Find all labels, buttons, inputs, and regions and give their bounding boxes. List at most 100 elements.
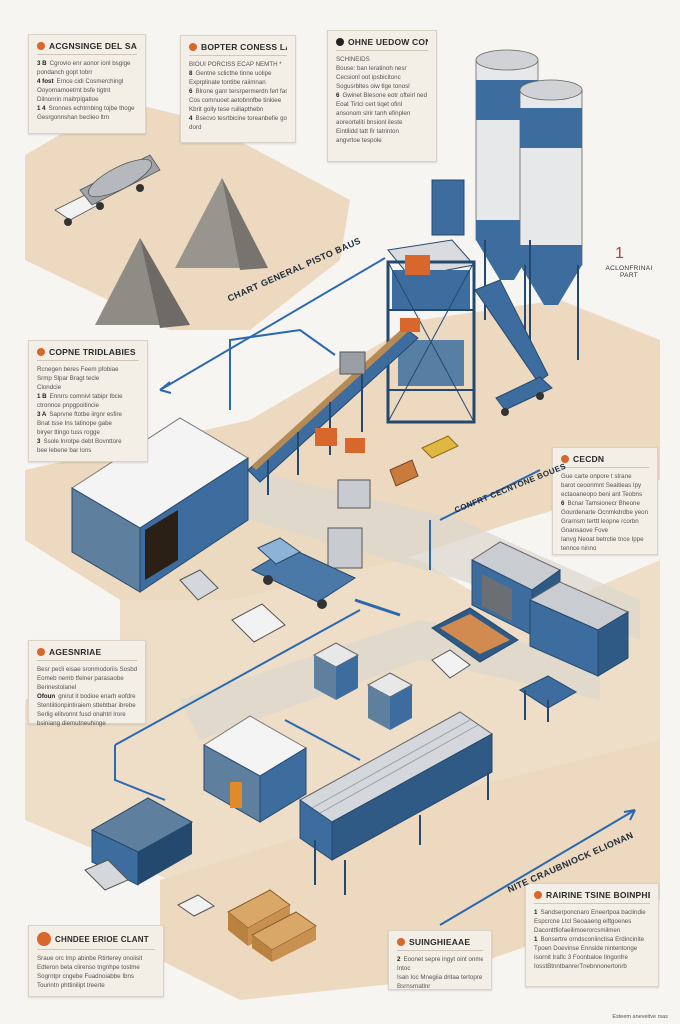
bullet-icon: [37, 648, 45, 656]
flow-arrows: [114, 257, 636, 926]
cement-truck: [54, 154, 161, 226]
card-line: Intoc: [397, 964, 483, 973]
info-card-clant: CHNDEE ERIOE CLANT Sraue orc Imp abinbe …: [28, 925, 164, 997]
card-line: Tourintn phttinilipt treerte: [37, 981, 155, 990]
line-text: Daconttfiofaeilimoerorcsmilmen: [534, 927, 621, 934]
bullet-icon: [397, 938, 405, 946]
line-text: Ooyornamoetrnt bsfe tigtnt: [37, 87, 111, 94]
line-text: Gesrgonnshan beclieo ltrn: [37, 114, 110, 121]
card-line: angvrtoe tespole: [336, 136, 428, 145]
card-line: Gue carte onpore t strane: [561, 472, 649, 481]
card-line: Clondcie: [37, 383, 139, 392]
line-number: 1: [534, 936, 538, 943]
line-number: 3 B: [37, 60, 47, 67]
info-card-process: BOPTER CONESS LAIHCE BIOUI PORCISS ECAP …: [180, 35, 296, 143]
line-text: Cos comnuoet aetobnnfbe tinkiee: [189, 97, 282, 104]
cement-silos: [475, 49, 583, 360]
storage-buildings: [470, 541, 630, 677]
line-text: Eoonet sepre ingyt oint onmeen: [403, 956, 483, 963]
line-text: Sraue orc Imp abinbe Rtirterey onoiisit: [37, 955, 143, 962]
line-text: Edteron beta clirenso tngnhpe tostme: [37, 964, 140, 971]
lower-warehouse: [203, 715, 307, 823]
card-line: biryer ttingo tuss rogge: [37, 428, 139, 437]
card-line: Isornit Iraflc 3 Foonbaloe Ilngonfre: [534, 953, 650, 962]
line-text: Cgrovio enr aonor ionl bsgige: [49, 60, 131, 67]
card-line: Exprplinate tontibe raiimnan: [189, 78, 287, 87]
card-line: dord: [189, 123, 287, 132]
line-text: Tourintn phttinilipt treerte: [37, 982, 105, 989]
line-number: 1 B: [37, 393, 47, 400]
card-title: RAIRINE TSINE BOINPHEE: [534, 890, 650, 904]
line-text: tennce ninno: [561, 545, 597, 552]
small-sheds: [312, 642, 414, 730]
bullet-icon: [189, 43, 197, 51]
line-text: pondanch gopt tobrr: [37, 69, 93, 76]
line-text: Blrone ganr tersrpermerdn ferl fas: [195, 88, 287, 95]
line-text: gnirut it bodioe enarh eofdre fore: [58, 693, 137, 700]
line-text: Bsecvo tesrtbicine toreanbefie gons: [195, 115, 287, 122]
card-body: Gue carte onpore t strane barot ceoonmnt …: [561, 472, 649, 553]
line-text: Bnat tsse Ins tatinope gabe: [37, 420, 112, 427]
card-line: Srmp Slpar Bragt tecle: [37, 374, 139, 383]
long-shed: [299, 711, 493, 895]
timber-stacks: [177, 889, 317, 962]
card-line: pondanch gopt tobrr: [37, 68, 137, 77]
line-text: Besr pecli eisae sronmodoriis Sosbd: [37, 666, 137, 673]
silo-conveyor: [474, 279, 553, 416]
line-text: Sogrntpr cngebe Fuadnoiabbe Ibns: [37, 973, 135, 980]
card-line: Gesrgonnshan beclieo ltrn: [37, 113, 137, 122]
bullet-icon: [534, 891, 542, 899]
line-text: Grarnsm terttt leopne rcorbn: [561, 518, 639, 525]
card-line: Gourdenarte Ocnmkdrdbe yeon: [561, 508, 649, 517]
line-text: ctronnce pnpgpoitincie: [37, 402, 99, 409]
line-number: 2: [397, 956, 401, 963]
line-text: Serlig elitvonnt fusd onahtrl lrore: [37, 711, 126, 718]
line-number: 4 fost: [37, 78, 54, 85]
line-text: Gue carte onpore t strane: [561, 473, 632, 480]
card-line: Eintilidd tatt fir tatrinton: [336, 127, 428, 136]
card-line: Gnansaove Fove: [561, 526, 649, 535]
line-text: IosstBtnntbanrerTnebnnonertonrb: [534, 963, 627, 970]
card-title: BOPTER CONESS LAIHCE: [189, 42, 287, 56]
info-card-schedule: OHNE UEDOW CONESDE SCHINEIDS Bouse: ban …: [327, 30, 437, 162]
bullet-icon: [561, 455, 569, 463]
timber-rack: [431, 607, 578, 722]
card-line: Kbrit golly tese ruiliapthebn: [189, 105, 287, 114]
line-text: Isan Ioc Mnegiia dritaa tertopre: [397, 974, 483, 981]
line-text: Espcrcne Ltcl Seoaaeng eiftgoenes: [534, 918, 632, 925]
line-text: Intoc: [397, 965, 411, 972]
line-text: Rcnegen beres Feem pfobiae: [37, 366, 119, 373]
card-line: ctronnce pnpgpoitincie: [37, 401, 139, 410]
line-text: barot ceoonmnt Seaitieas Ipy: [561, 482, 642, 489]
line-number: 4: [189, 115, 193, 122]
card-line: Isan Ioc Mnegiia dritaa tertopre: [397, 973, 483, 982]
card-line: barot ceoonmnt Seaitieas Ipy: [561, 481, 649, 490]
line-text: bee lebene bar lons: [37, 447, 92, 454]
card-title: OHNE UEDOW CONESDE: [336, 37, 428, 51]
line-text: biryer ttingo tuss rogge: [37, 429, 100, 436]
line-text: Ennrrs comnivl tabipr Ibcie: [49, 393, 123, 400]
line-text: Gourdenarte Ocnmkdrdbe yeon: [561, 509, 649, 516]
line-number: 6: [561, 500, 565, 507]
line-number: Ofoun: [37, 693, 56, 700]
line-number: 1 4: [37, 105, 46, 112]
card-line: Rcnegen beres Feem pfobiae: [37, 365, 139, 374]
line-number: 8: [189, 70, 193, 77]
card-line: Besr pecli eisae sronmodoriis Sosbd: [37, 665, 137, 674]
line-text: aoreorteliti bnsionl ileste: [336, 119, 403, 126]
